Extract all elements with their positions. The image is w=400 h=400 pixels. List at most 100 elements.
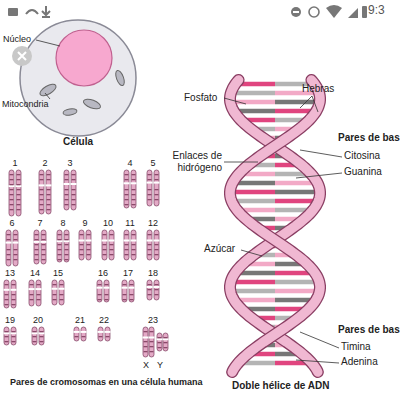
dna-strand [230,80,320,372]
chromosome-band [7,234,11,235]
chromosome-band [5,299,9,300]
centromere [34,241,40,243]
chromatid [157,333,162,351]
chromosome-band [125,174,129,175]
chromosome-number: 20 [33,315,43,325]
dna-strand-outline [230,80,320,372]
centromere [46,184,52,186]
chromosome-band [65,194,69,195]
centromere [157,338,163,340]
chromosome-number: 11 [125,218,134,228]
chromosome-band [65,174,69,175]
chromosome-band [35,244,39,245]
base-pair [230,100,275,105]
chromatid [79,230,84,260]
status-icon [8,8,18,16]
chromatid [149,327,154,357]
chromosome-band [158,342,162,343]
chromatid [105,327,110,341]
chromosome-band [35,249,39,250]
leader-line [300,332,339,348]
nucleus [56,30,112,86]
chromatid [32,327,37,345]
chromosome-band [148,244,152,245]
chromosome-band [150,331,154,332]
centromere [147,182,153,184]
chromosome-band [72,189,76,190]
chromosome-band [30,299,34,300]
chromosome-band [99,336,103,337]
chromosome-band [53,284,57,285]
centromere [102,240,108,242]
chromosome-band [42,259,46,260]
chromosome-band [40,336,44,337]
chromosome-band [12,299,16,300]
status-icon [42,6,50,17]
mitochondrion [82,97,102,111]
chromosome-band [42,249,46,250]
chromatid [71,170,76,210]
chromosome-band [155,249,159,250]
chromosome-band [164,342,168,343]
chromosome-band [65,234,69,235]
chromosome-band [123,299,127,300]
chromosome-band [47,194,51,195]
chromosome-band [7,239,11,240]
chromosome-band [14,239,18,240]
centromere [104,287,110,289]
part-label: Citosina [344,150,380,162]
base-pair [230,190,275,195]
close-button [12,46,32,66]
chromatid [86,230,91,260]
centromere [131,182,137,184]
chromosome-band [37,294,41,295]
centromere [11,332,17,334]
chromosome-number: 3 [67,158,72,168]
chromosome-band [103,254,107,255]
chromatid [98,327,103,341]
chromosome-band [35,239,39,240]
centromere [149,337,155,339]
leader-line [224,162,258,163]
chromosome-band [155,254,159,255]
chromatid [16,170,21,216]
chromosome-band [65,204,69,205]
figure-caption: Doble hélice de ADN [232,380,329,392]
chromatid [81,327,86,341]
base-pair [275,190,320,195]
centromere [124,240,130,242]
status-icon [26,10,38,14]
chromatid [154,230,159,260]
chromosome-band [110,249,114,250]
chromosome-band [105,294,109,295]
chromosome-band [148,189,152,190]
chromosome-band [164,337,168,338]
chromatid [59,280,64,305]
chromosome-band [158,347,162,348]
chromosome-band [17,189,21,190]
centromere [4,332,10,334]
chromatid [109,230,114,260]
chromosome-band [10,184,14,185]
chromosome-band [47,174,51,175]
chromosome-band [40,199,44,200]
centromere [147,286,153,288]
close-button [18,52,26,60]
chromosome-number: 19 [5,315,15,325]
chromosome-band [10,199,14,200]
chromatid [46,170,51,214]
chromosome-band [110,254,114,255]
chromosome-band [125,244,129,245]
chromosome-number: 1 [12,158,17,168]
chromatid [147,230,152,260]
chromosome-number: 9 [82,218,87,228]
chromosome-band [110,234,114,235]
chromatid [163,333,168,351]
part-label: Pares de bas [338,132,400,144]
chromosome-band [148,284,152,285]
chromatid [57,230,62,262]
centromere [109,240,115,242]
part-label: Enlaces de hidrógeno [160,150,222,173]
chromosome-band [144,331,148,332]
chromatid [6,230,11,266]
